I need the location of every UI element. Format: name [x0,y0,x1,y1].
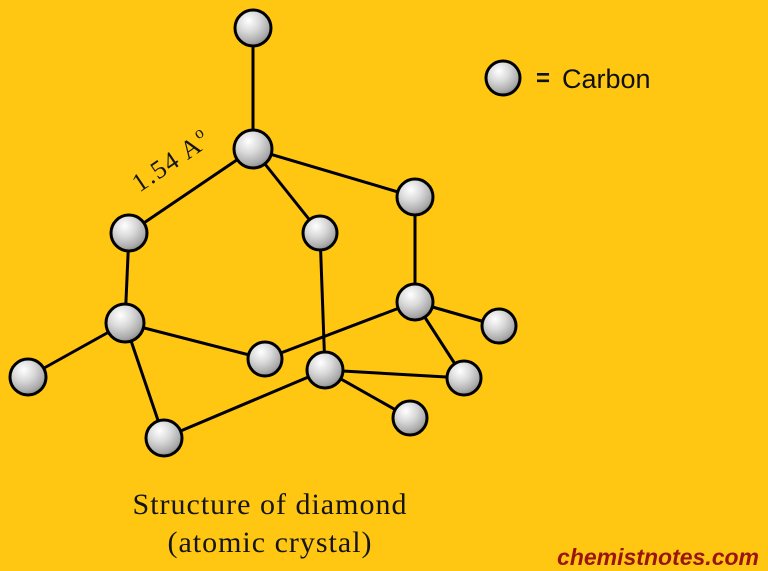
bond-J-M [324,368,465,380]
bond-B-C [128,147,254,235]
carbon-atom-M [445,359,483,397]
carbon-atom-A [233,8,273,48]
carbon-atom-D [301,214,339,252]
legend-equals-sign: = [536,65,550,92]
carbon-atom-B [232,128,274,170]
carbon-atom-I [246,340,284,378]
carbon-atom-J [305,350,345,390]
bond-length-label: 1.54 Ao [125,122,216,198]
bond-F-I [124,321,266,361]
carbon-atom-K [8,357,48,397]
carbon-sphere-icon [484,59,522,97]
watermark-site-name: chemistnotes.com [557,544,759,570]
bond-B-E [252,147,416,199]
carbon-atom-L [144,418,184,458]
caption-line-1: Structure of diamond [133,488,408,521]
carbon-atom-H [480,307,518,345]
carbon-atom-F [104,302,146,344]
carbon-atom-C [109,213,149,253]
bond-G-I [264,300,416,361]
atoms-layer [8,8,518,458]
carbon-atom-G [395,282,435,322]
carbon-atom-N [391,399,429,437]
legend-label: Carbon [562,64,651,94]
bond-D-J [318,232,327,371]
carbon-atom-E [395,177,435,217]
bond-L-J [163,368,326,440]
caption-line-2: (atomic crystal) [167,526,372,559]
legend: = Carbon [484,59,651,97]
